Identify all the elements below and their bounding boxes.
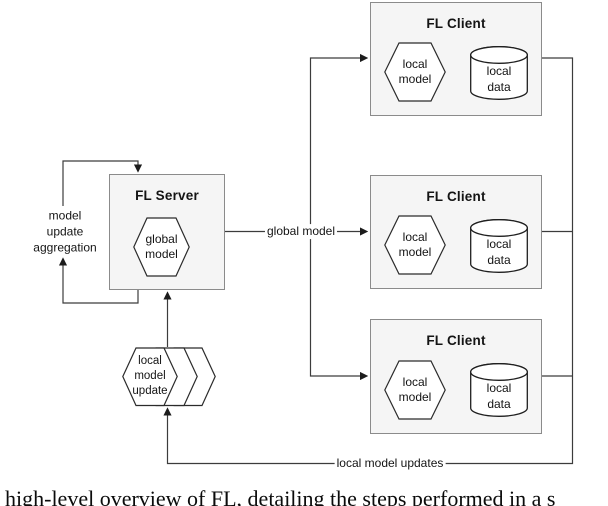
database-icon [470,219,528,273]
local-model-update-label: local model update [132,355,168,397]
client2-local-model-label: local model [398,229,432,259]
edge-local-updates-main [163,57,574,465]
edge-global-model-down [309,231,369,381]
fl-client-title-3: FL Client [426,333,486,348]
stacked-hexagons-icon [122,347,216,407]
global-model-hexagon: global model [133,217,190,277]
fl-server-box: FL Server [109,174,225,290]
global-model-edge-label: global model [264,223,338,240]
hexagon-icon [384,215,446,275]
database-icon [470,46,528,100]
client1-local-model-hexagon: local model [384,42,446,102]
client3-local-data-label: local data [486,381,512,411]
hexagon-icon [133,217,190,277]
local-model-update-hexstack: local model update [122,347,217,407]
client2-local-model-hexagon: local model [384,215,446,275]
client1-local-model-label: local model [398,56,432,86]
client3-local-data-cylinder: local data [470,363,528,417]
edge-server-to-aggregation [58,257,139,304]
client2-local-data-cylinder: local data [470,219,528,273]
edge-aggregation-to-server [62,160,143,206]
fl-client-title-1: FL Client [426,16,486,31]
database-icon [470,363,528,417]
fl-server-title: FL Server [135,188,199,203]
global-model-label: global model [145,231,178,261]
client1-local-data-label: local data [486,64,512,94]
hexagon-icon [384,42,446,102]
figure-caption: high-level overview of FL, detailing the… [5,486,556,506]
client3-local-model-label: local model [398,374,432,404]
client3-local-model-hexagon: local model [384,360,446,420]
model-update-aggregation-label: model update aggregation [31,208,99,256]
client1-local-data-cylinder: local data [470,46,528,100]
edge-global-model-up [309,53,369,232]
local-model-updates-edge-label: local model updates [334,455,446,472]
hexagon-icon [384,360,446,420]
fl-client-title-2: FL Client [426,189,486,204]
client2-local-data-label: local data [486,237,512,267]
